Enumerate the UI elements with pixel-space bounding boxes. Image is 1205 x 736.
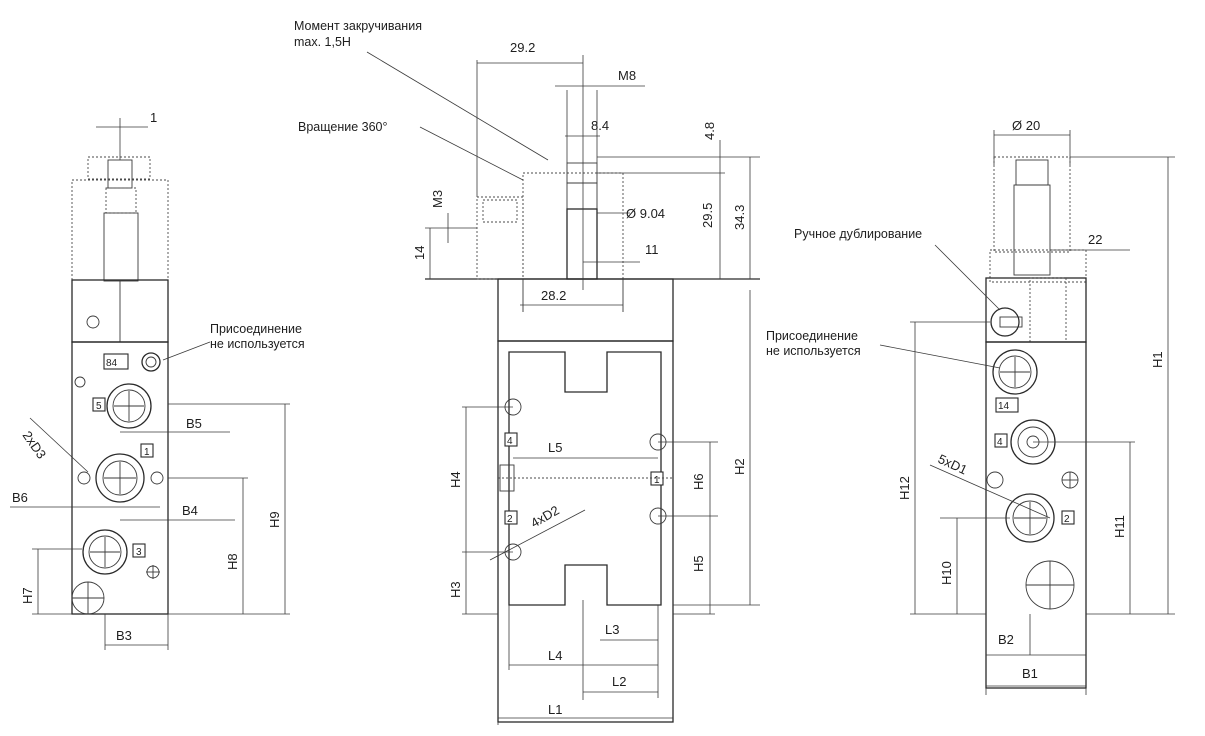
port-84-left: 84	[106, 358, 118, 369]
dim-m8: M8	[618, 68, 636, 83]
label-4xd2: 4xD2	[528, 502, 562, 530]
label-2xd3: 2xD3	[20, 428, 50, 461]
dim-8-4: 8.4	[591, 118, 609, 133]
label-l3: L3	[605, 622, 619, 637]
port-2-right: 2	[1064, 514, 1070, 525]
port-14: 14	[998, 401, 1010, 412]
dim-34-3: 34.3	[732, 205, 747, 230]
label-port-unused-left-1: Присоединение	[210, 322, 302, 336]
label-h4: H4	[448, 471, 463, 488]
label-port-unused-right-1: Присоединение	[766, 329, 858, 343]
label-h6: H6	[691, 473, 706, 490]
label-l1: L1	[548, 702, 562, 717]
label-b5: B5	[186, 416, 202, 431]
label-h10: H10	[939, 561, 954, 585]
dim-14: 14	[412, 246, 427, 260]
label-port-unused-left-2: не используется	[210, 337, 305, 351]
port-3: 3	[136, 547, 142, 558]
port-4-right: 4	[997, 437, 1003, 448]
label-h12: H12	[897, 476, 912, 500]
dim-phi-20: Ø 20	[1012, 118, 1040, 133]
label-b6: B6	[12, 490, 28, 505]
label-l4: L4	[548, 648, 562, 663]
right-side-view	[879, 130, 1175, 695]
label-h9: H9	[267, 511, 282, 528]
label-h1: H1	[1150, 351, 1165, 368]
label-h5: H5	[691, 555, 706, 572]
label-rotation: Вращение 360°	[298, 120, 388, 134]
port-1-center: 1	[654, 475, 660, 486]
dim-29-2: 29.2	[510, 40, 535, 55]
label-manual-override: Ручное дублирование	[794, 227, 922, 241]
label-b2: B2	[998, 632, 1014, 647]
dim-28-2: 28.2	[541, 288, 566, 303]
dim-29-5: 29.5	[700, 203, 715, 228]
label-torque-2: max. 1,5Н	[294, 35, 351, 49]
label-l2: L2	[612, 674, 626, 689]
label-b4: B4	[182, 503, 198, 518]
dim-1: 1	[150, 110, 157, 125]
label-l5: L5	[548, 440, 562, 455]
label-5xd1: 5xD1	[936, 451, 970, 477]
label-port-unused-right-2: не используется	[766, 344, 861, 358]
dim-11: 11	[645, 242, 659, 257]
label-h3: H3	[448, 581, 463, 598]
center-front-view	[366, 51, 760, 725]
dim-m3: M3	[430, 190, 445, 208]
dim-4-8: 4.8	[702, 122, 717, 140]
left-side-view	[10, 118, 290, 650]
port-1: 1	[144, 447, 150, 458]
label-h8: H8	[225, 553, 240, 570]
port-5: 5	[96, 401, 102, 412]
label-h2: H2	[732, 458, 747, 475]
label-b1: B1	[1022, 666, 1038, 681]
label-h7: H7	[20, 587, 35, 604]
label-torque-1: Момент закручивания	[294, 19, 422, 33]
port-2-center: 2	[507, 514, 513, 525]
label-h11: H11	[1112, 515, 1127, 538]
label-b3: B3	[116, 628, 132, 643]
dim-22: 22	[1088, 232, 1102, 247]
port-4-center: 4	[507, 436, 513, 447]
dim-phi-9-04: Ø 9.04	[626, 206, 665, 221]
